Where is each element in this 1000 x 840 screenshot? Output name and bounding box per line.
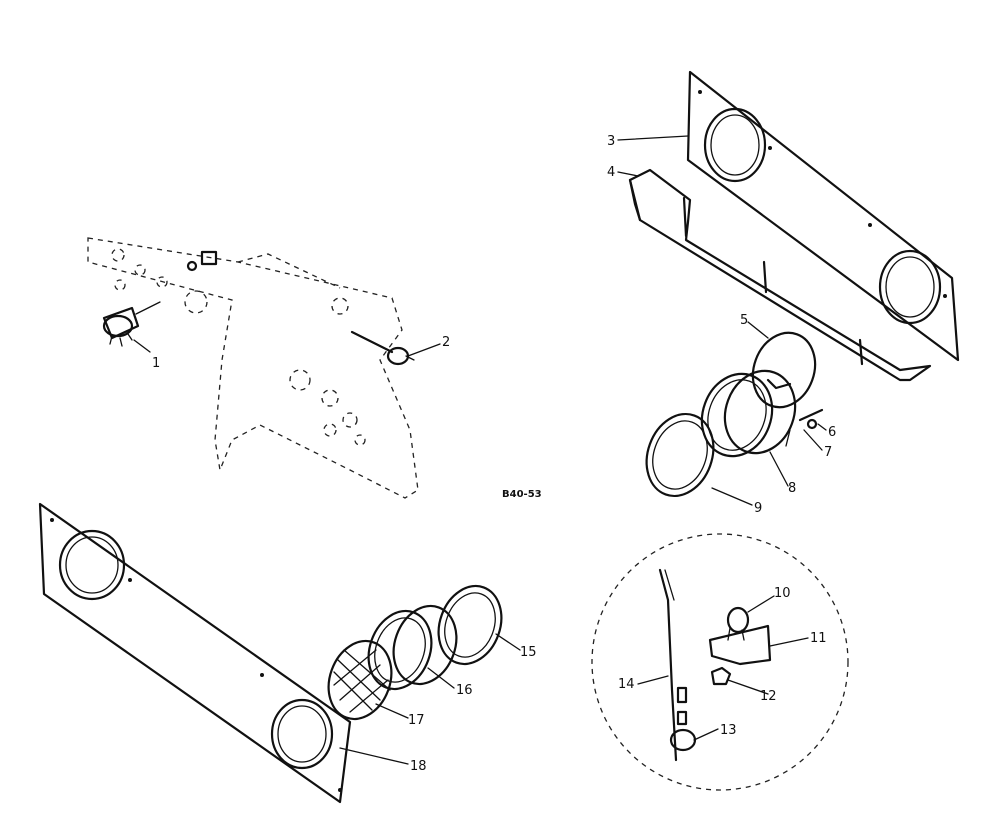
- callout-12: 12: [760, 689, 777, 704]
- callout-1: 1: [152, 356, 160, 371]
- callout-5: 5: [740, 313, 748, 328]
- callout-6: 6: [828, 425, 836, 440]
- callout-3: 3: [607, 134, 615, 149]
- callout-11: 11: [810, 631, 827, 646]
- part-9-rim: [645, 412, 715, 498]
- part-8-lamp-body: [700, 369, 797, 458]
- callout-2: 2: [442, 335, 450, 350]
- washer-nut: [186, 250, 218, 272]
- callout-15: 15: [520, 645, 537, 660]
- callout-8: 8: [788, 481, 796, 496]
- detail-circle: [591, 533, 849, 791]
- part-17-grille: [327, 639, 393, 721]
- part-15-rim: [437, 584, 503, 666]
- callout-14: 14: [618, 677, 635, 692]
- callout-17: 17: [408, 713, 425, 728]
- part-6-7-screw-clip: [785, 408, 824, 447]
- part-3-rear-panel: [686, 70, 960, 362]
- part-12-nut: [710, 666, 732, 686]
- part-18-front-panel: [38, 502, 352, 804]
- part-2-socket: [350, 330, 415, 366]
- dashboard-panel-outline: [87, 237, 419, 499]
- leader-lines: [133, 135, 827, 765]
- callout-10: 10: [774, 586, 791, 601]
- callout-18: 18: [410, 759, 427, 774]
- callout-9: 9: [754, 501, 762, 516]
- callout-7: 7: [824, 445, 832, 460]
- figure-code: B40-53: [502, 489, 542, 500]
- callout-4: 4: [607, 165, 615, 180]
- part-14-rod: [658, 568, 697, 762]
- callout-13: 13: [720, 723, 737, 738]
- part-16-lamp-body: [367, 604, 458, 691]
- part-11-bracket: [708, 624, 772, 666]
- part-5-sealed-beam: [751, 331, 817, 409]
- part-4-bracket: [628, 168, 932, 382]
- part-1-switch: [102, 301, 161, 347]
- callout-labels: 1 2 3 4 5 6 7 8 9 10 11 12 13 14 15 16 1…: [152, 134, 836, 774]
- callout-16: 16: [456, 683, 473, 698]
